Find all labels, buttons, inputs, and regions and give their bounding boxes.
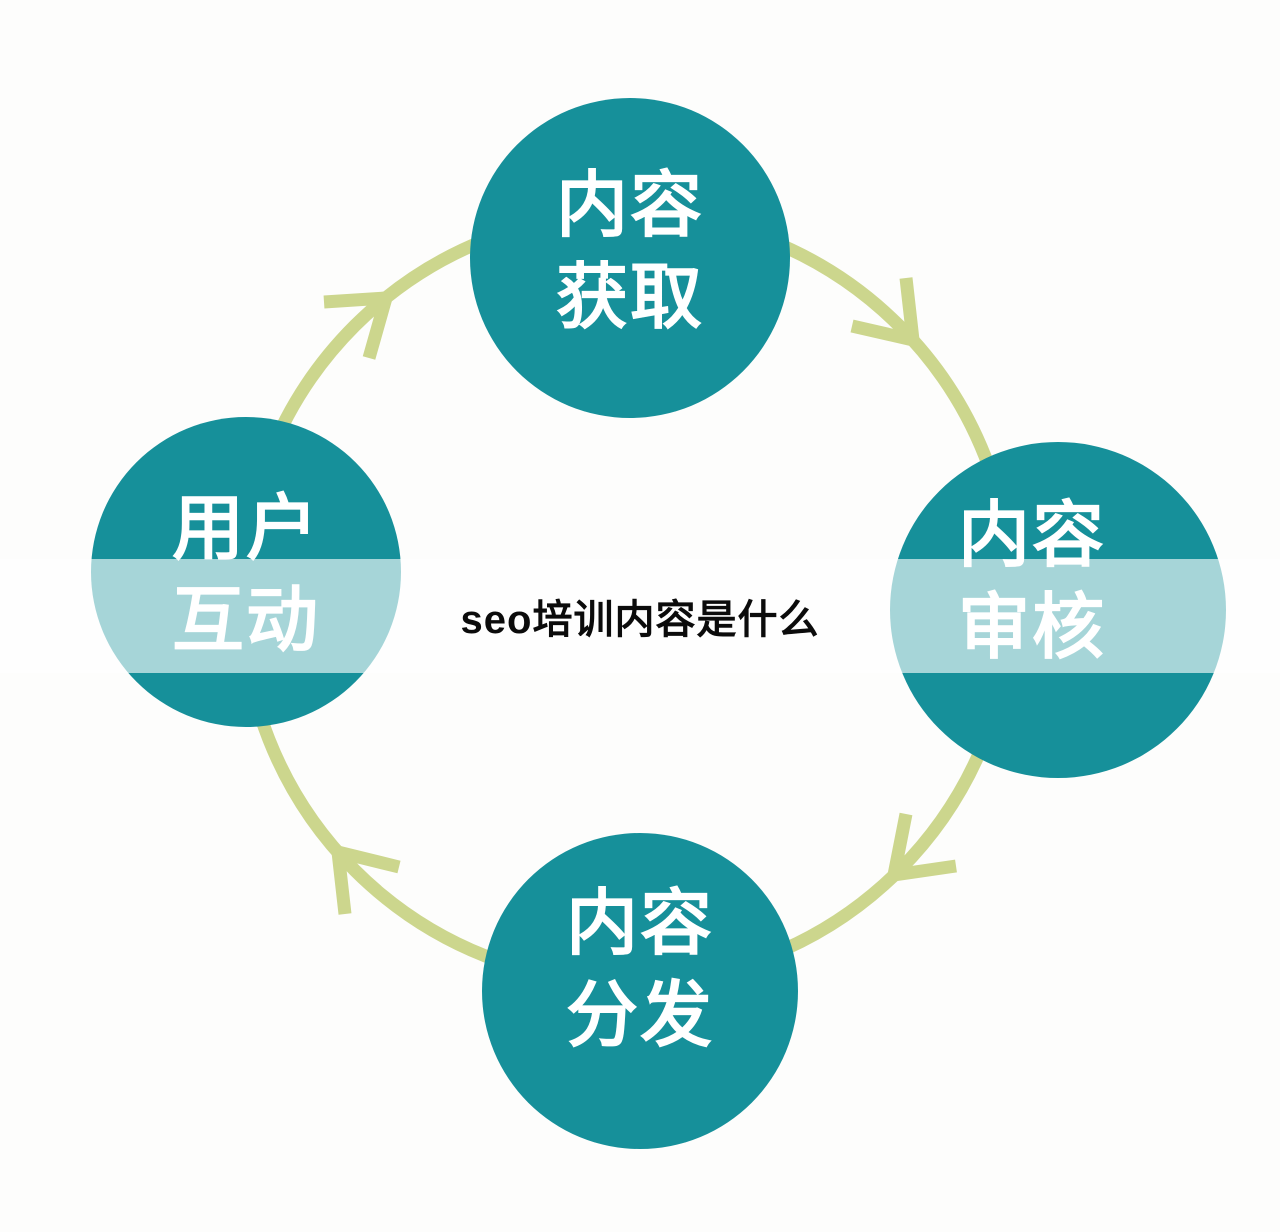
- node-label: 内容 分发: [566, 878, 714, 1062]
- arrowhead-top-right-icon: [850, 277, 921, 349]
- arrowhead-bottom-right-icon: [885, 812, 957, 883]
- title-banner: seo培训内容是什么: [0, 559, 1280, 673]
- node-label-line2: 分发: [565, 976, 714, 1056]
- page-title: seo培训内容是什么: [460, 598, 820, 642]
- node-label: 内容 获取: [556, 160, 704, 344]
- node-label-line1: 用户: [171, 489, 320, 569]
- arrowhead-top-left-icon: [323, 290, 395, 360]
- cycle-node-content-acquisition: 内容 获取: [470, 98, 790, 418]
- cycle-node-content-distribution: 内容 分发: [482, 833, 798, 1149]
- node-label-line1: 内容: [555, 166, 704, 246]
- node-label-line2: 获取: [555, 258, 704, 338]
- arrowhead-bottom-left-icon: [330, 843, 401, 915]
- node-label-line1: 内容: [565, 884, 714, 964]
